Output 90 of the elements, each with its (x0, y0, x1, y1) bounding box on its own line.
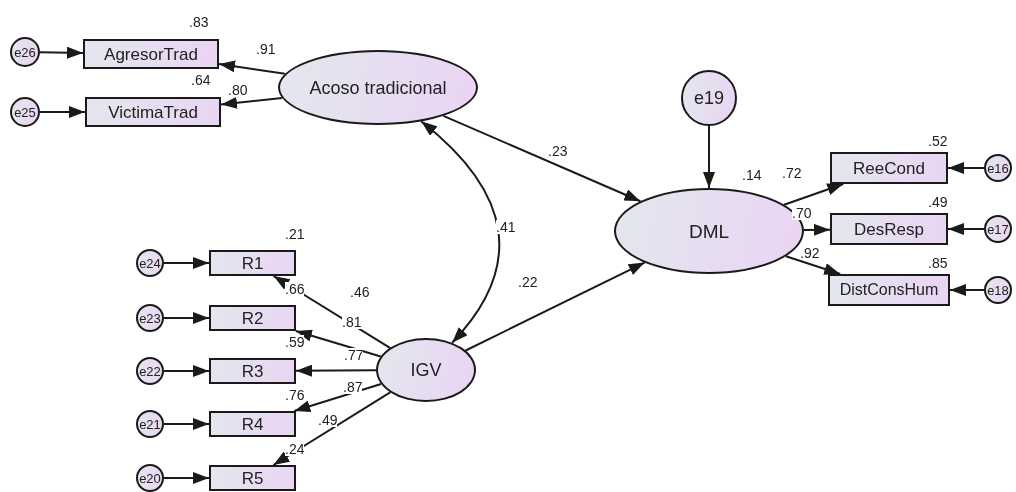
arrow (39, 106, 86, 118)
edge-label: .81 (342, 315, 362, 329)
arrow (295, 364, 377, 377)
coefficient-label: .21 (285, 227, 305, 241)
indicator-box (209, 358, 296, 384)
edge-label: .87 (343, 380, 363, 394)
error-circle (984, 154, 1012, 182)
node-label: e19 (693, 89, 724, 107)
node-label: e25 (14, 105, 36, 119)
error-circle (136, 304, 164, 332)
error-circle (136, 410, 164, 438)
arrow (442, 114, 642, 203)
coefficient-label: .64 (191, 73, 211, 87)
node-label: VictimaTrad (108, 103, 198, 121)
indicator-box (830, 152, 948, 184)
coefficient-label: .85 (928, 256, 948, 270)
node-label: R3 (241, 362, 264, 380)
coefficient-label: .52 (928, 134, 948, 148)
edge-label: .46 (350, 285, 370, 299)
node-label: DistConsHum (839, 282, 939, 298)
arrow (783, 183, 845, 206)
node-label: e21 (139, 417, 161, 431)
latent-ellipse (376, 338, 476, 402)
node-label: DesResp (854, 220, 924, 238)
coefficient-label: .83 (189, 15, 209, 29)
indicator-box (830, 213, 948, 245)
edge-label: .41 (496, 220, 516, 234)
node-label: e16 (987, 161, 1009, 175)
arrow (294, 329, 382, 358)
arrow (947, 223, 985, 235)
error-circle (681, 70, 737, 126)
edge-label: .77 (344, 348, 364, 362)
coefficient-label: .76 (285, 388, 305, 402)
indicator-box (209, 465, 296, 491)
edge-label: .23 (548, 144, 568, 158)
error-circle (136, 249, 164, 277)
arrow (949, 284, 985, 296)
error-circle (136, 464, 164, 492)
arrow (163, 418, 210, 430)
node-label: ReeCond (853, 159, 925, 177)
edge-label: .80 (228, 83, 248, 97)
node-label: e22 (139, 364, 161, 378)
node-label: R4 (241, 415, 264, 433)
node-label: e18 (987, 283, 1009, 297)
node-label: IGV (410, 361, 442, 379)
node-label: Acoso tradicional (309, 78, 447, 97)
arrow (163, 257, 210, 269)
edge-label: .70 (792, 206, 812, 220)
coefficient-label: .49 (928, 195, 948, 209)
node-label: e17 (987, 222, 1009, 236)
arrow (802, 223, 831, 236)
node-label: DML (688, 221, 730, 241)
arrow (163, 365, 210, 377)
error-circle (984, 215, 1012, 243)
arrow (272, 391, 392, 466)
node-label: e20 (139, 471, 161, 485)
coefficient-label: .14 (742, 168, 762, 182)
arrow (163, 472, 210, 484)
arrow (703, 125, 715, 189)
indicator-box (85, 97, 221, 127)
error-circle (10, 37, 40, 67)
indicator-box (209, 411, 296, 437)
edge-label: .22 (518, 275, 538, 289)
arrow (947, 162, 985, 174)
arrow (784, 255, 842, 275)
node-label: R2 (241, 309, 264, 327)
arrow (218, 60, 286, 75)
node-label: e23 (139, 311, 161, 325)
coefficient-label: .24 (285, 442, 305, 456)
error-circle (10, 97, 40, 127)
indicator-box (828, 274, 950, 306)
node-label: R5 (241, 469, 264, 487)
node-label: e26 (14, 45, 36, 59)
node-label: e24 (139, 256, 161, 270)
edge-label: .72 (782, 166, 802, 180)
error-circle (136, 357, 164, 385)
error-circle (984, 276, 1012, 304)
edge-label: .49 (318, 413, 338, 427)
indicator-box (83, 39, 219, 69)
indicator-box (209, 305, 296, 331)
arrow (464, 261, 646, 352)
edge-label: .92 (800, 246, 820, 260)
indicator-box (209, 250, 296, 276)
coefficient-label: .66 (285, 282, 305, 296)
arrow (39, 46, 84, 59)
node-label: R1 (241, 254, 264, 272)
arrow (163, 312, 210, 324)
edge-label: .91 (256, 42, 276, 56)
node-label: AgresorTrad (104, 45, 198, 63)
coefficient-label: .59 (285, 335, 305, 349)
